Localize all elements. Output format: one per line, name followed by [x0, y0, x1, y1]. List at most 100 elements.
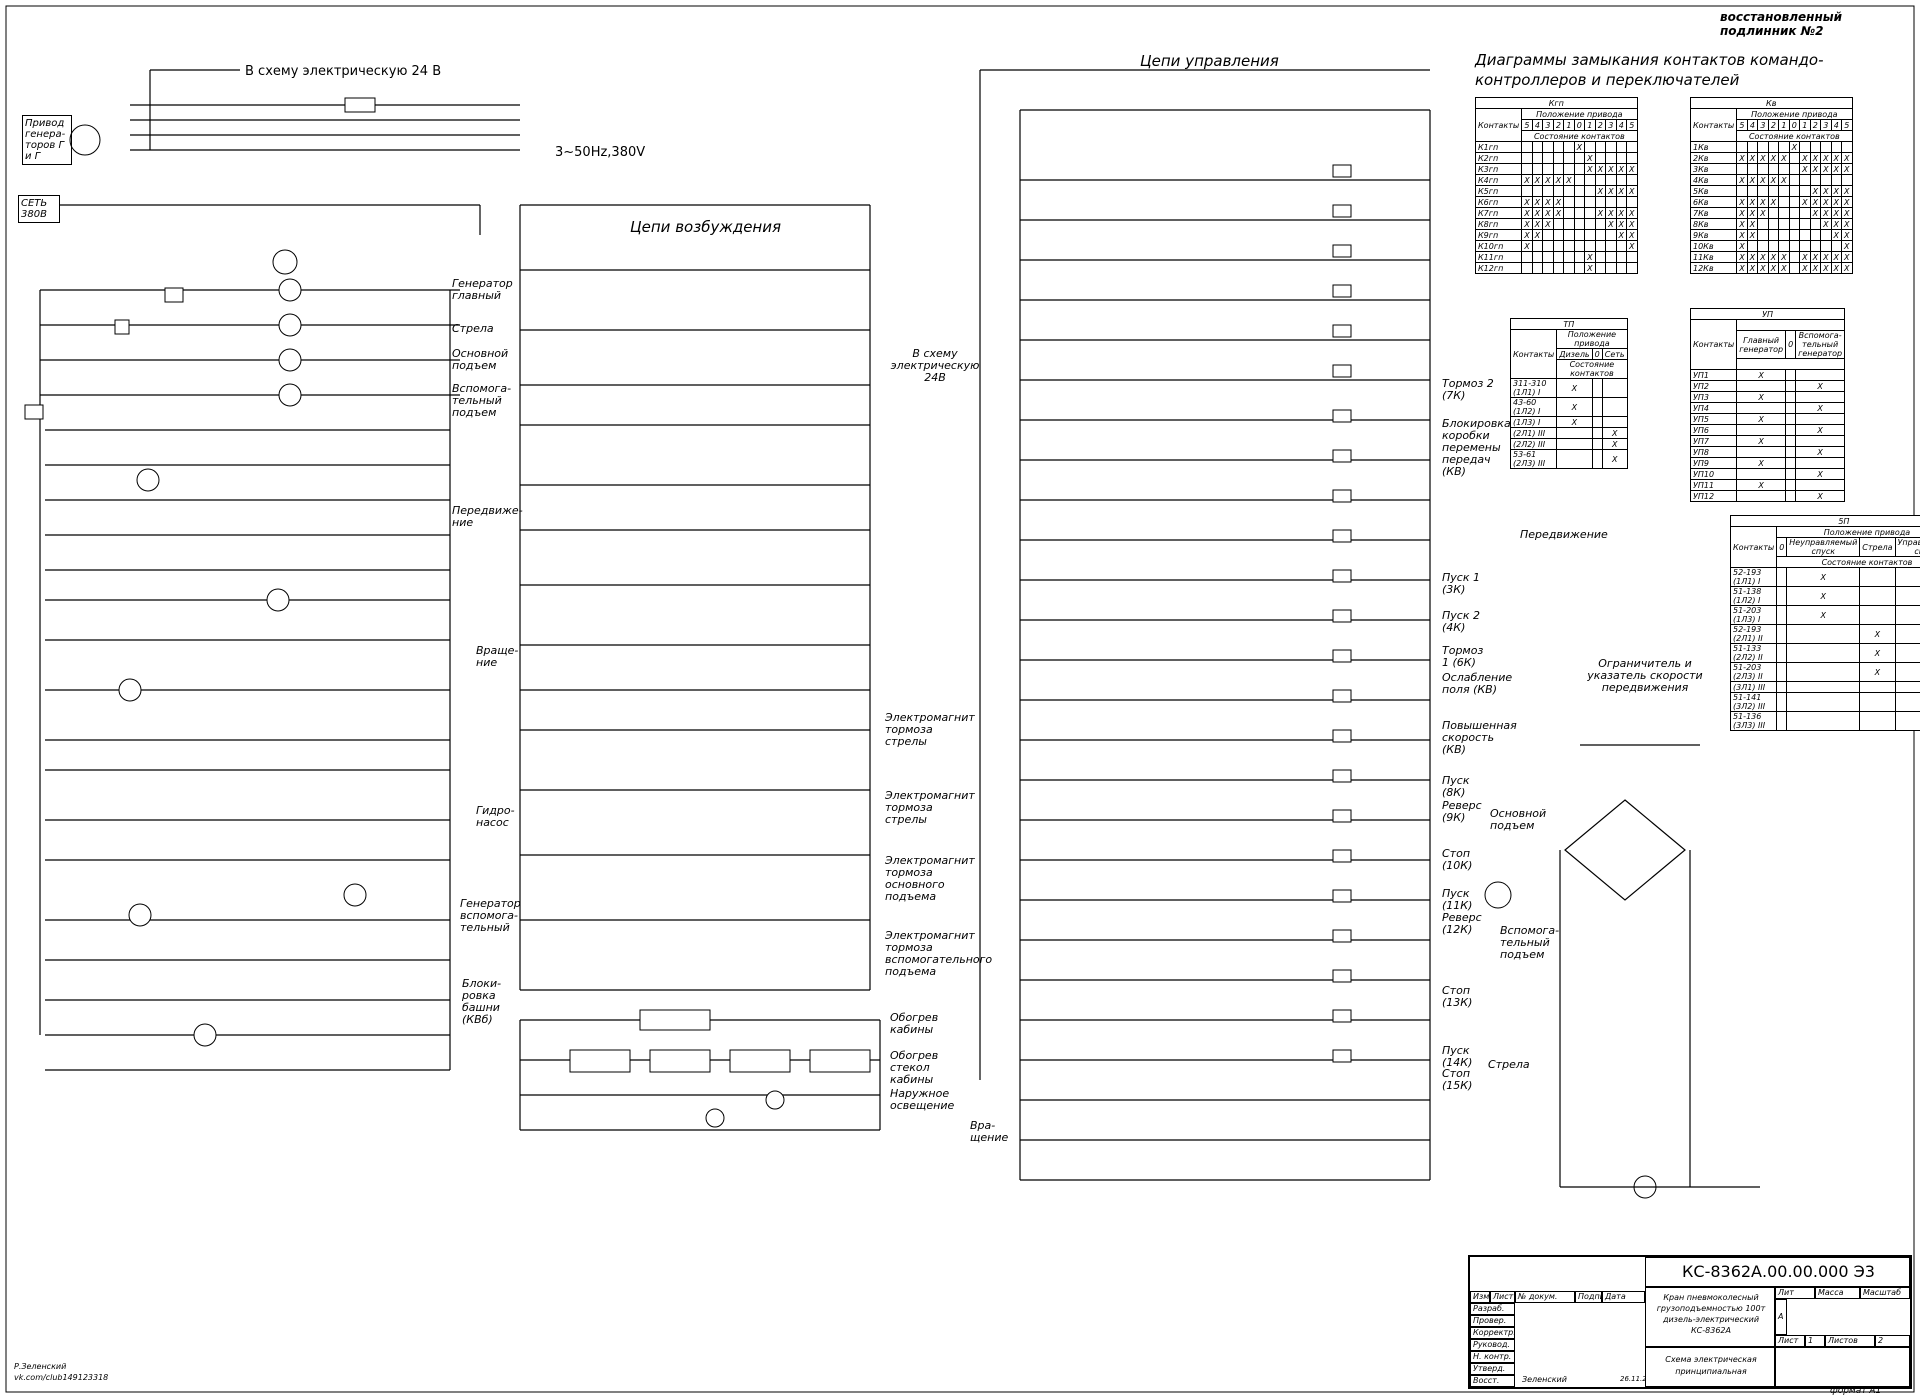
contact-state-cell: X: [1786, 605, 1861, 625]
to-24v-label: В схему электрическую 24 В: [245, 64, 442, 79]
col-state-header: Состояние контактов: [1776, 556, 1920, 568]
contact-state-cell: X: [1594, 163, 1607, 175]
contact-state-cell: X: [1626, 229, 1638, 241]
contact-state-cell: [1736, 402, 1787, 414]
contact-state-cell: X: [1795, 468, 1846, 480]
contact-name: 5Кв: [1689, 185, 1738, 197]
aux-reverse-label: Реверс (12К): [1442, 911, 1482, 936]
contact-state-cell: [1605, 196, 1617, 208]
speed-up-label: Повышенная скорость (КВ): [1442, 719, 1517, 756]
boom-stop-label: Стоп (15К): [1442, 1067, 1473, 1092]
contact-state-cell: [1615, 251, 1628, 263]
contact-state-cell: [1799, 218, 1811, 230]
contact-state-cell: X: [1767, 251, 1780, 263]
drive-label: Привод генера-торов Г и Г: [22, 115, 72, 165]
contact-state-cell: [1786, 692, 1861, 712]
contact-state-cell: [1788, 207, 1801, 219]
table-title: 5П: [1730, 515, 1920, 527]
title-block-role: Руковод.: [1470, 1339, 1515, 1351]
contact-state-cell: [1594, 251, 1607, 263]
contact-state-cell: [1746, 163, 1759, 175]
col-state-header: Состояние контактов: [1556, 359, 1628, 379]
contact-state-cell: [1531, 163, 1544, 175]
contact-name: К10гп: [1474, 240, 1523, 252]
contact-state-cell: [1594, 174, 1607, 186]
col-contacts-header: Контакты: [1474, 108, 1523, 142]
contact-name: (2Л2) III: [1509, 438, 1558, 450]
gen-aux-label: Генератор вспомога-тельный: [460, 897, 521, 934]
contact-state-cell: [1552, 185, 1565, 197]
title-block-header: Лист: [1490, 1291, 1515, 1303]
position-header: 1: [1584, 119, 1596, 131]
contact-state-cell: [1786, 662, 1861, 682]
contact-state-cell: [1809, 229, 1822, 241]
table-title: Кгп: [1475, 97, 1638, 109]
lit-header: Лит: [1775, 1287, 1815, 1299]
tower-lock-label: Блоки-ровка башни (КВб): [462, 977, 502, 1026]
col-position-header: [1736, 319, 1846, 331]
contact-name: 43-60 (1Л2) I: [1509, 397, 1558, 417]
contact-state-cell: X: [1830, 229, 1843, 241]
contact-state-cell: [1542, 185, 1554, 197]
gearbox-lock-label: Блокировка коробки перемены передач (КВ): [1442, 417, 1511, 478]
contact-state-cell: [1788, 174, 1801, 186]
contact-state-cell: X: [1736, 218, 1748, 230]
sheet-label: Лист: [1775, 1335, 1805, 1347]
contact-state-cell: X: [1736, 207, 1748, 219]
contact-state-cell: [1615, 196, 1628, 208]
contact-state-cell: [1785, 446, 1797, 458]
contact-name: 7Кв: [1689, 207, 1738, 219]
contact-state-cell: [1778, 218, 1790, 230]
letter-value: А: [1775, 1299, 1787, 1335]
contact-state-cell: X: [1542, 207, 1554, 219]
contact-state-cell: [1785, 479, 1797, 491]
speed-limiter-label: Ограничитель и указатель скорости передв…: [1587, 657, 1703, 694]
title-block: КС-8362А.00.00.000 Э3 Кран пневмоколесны…: [1468, 1255, 1912, 1389]
contact-state-cell: [1556, 438, 1593, 450]
contact-state-cell: [1626, 174, 1638, 186]
contact-state-cell: [1795, 479, 1846, 491]
contact-state-cell: X: [1778, 262, 1790, 274]
contact-state-cell: X: [1531, 218, 1544, 230]
contact-state-cell: [1736, 163, 1748, 175]
contact-state-cell: [1601, 397, 1628, 417]
contact-state-cell: [1573, 185, 1586, 197]
contact-state-cell: [1757, 218, 1769, 230]
contact-state-cell: [1746, 141, 1759, 153]
contact-state-cell: X: [1552, 196, 1565, 208]
contact-state-cell: [1521, 262, 1533, 274]
contact-state-cell: [1552, 251, 1565, 263]
contact-state-cell: [1563, 229, 1575, 241]
contact-state-cell: X: [1552, 207, 1565, 219]
contact-state-cell: X: [1786, 567, 1861, 587]
title-block-header: № докум.: [1515, 1291, 1575, 1303]
contact-state-cell: [1736, 446, 1787, 458]
title-block-role: Н. контр.: [1470, 1351, 1515, 1363]
contact-state-cell: [1556, 427, 1593, 439]
col-position-header: Положение привода: [1776, 526, 1920, 538]
col-contacts-header: Контакты: [1689, 319, 1738, 370]
contact-state-cell: [1584, 229, 1596, 241]
contact-state-cell: [1778, 196, 1790, 208]
contact-state-cell: [1767, 185, 1780, 197]
contact-state-cell: X: [1601, 449, 1628, 469]
em-boom-brake-1: Электромагнит тормоза стрелы: [885, 711, 975, 748]
contact-state-cell: X: [1521, 218, 1533, 230]
contact-state-cell: X: [1531, 174, 1544, 186]
contact-state-cell: X: [1820, 185, 1832, 197]
contact-state-cell: X: [1809, 251, 1822, 263]
contact-state-cell: [1584, 174, 1596, 186]
contact-state-cell: [1591, 416, 1603, 428]
